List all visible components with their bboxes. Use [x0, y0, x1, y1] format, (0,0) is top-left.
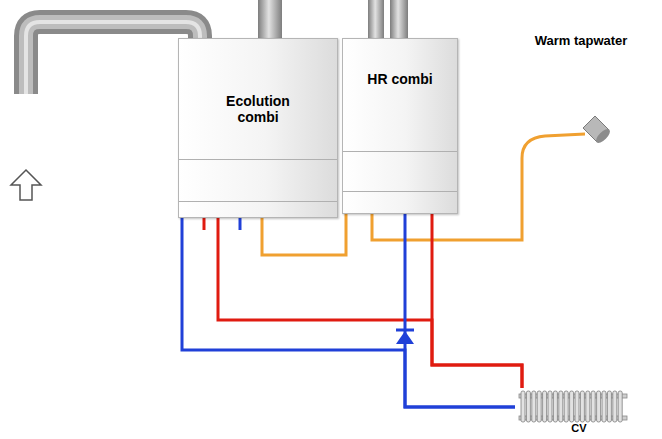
pipe — [218, 218, 522, 388]
shower-hose — [522, 134, 585, 165]
unit-label: Warm tapwater — [505, 34, 657, 49]
air-arrow — [11, 170, 41, 200]
radiator-fin — [532, 391, 536, 422]
radiator-icon — [515, 388, 631, 424]
shower-icon — [505, 30, 645, 165]
flue-pipe — [26, 22, 200, 94]
boiler-unit: HR combi — [342, 38, 458, 214]
pipe — [262, 214, 346, 255]
panel-line — [179, 201, 337, 202]
radiator-fin — [618, 391, 622, 422]
radiator-fin — [602, 391, 606, 422]
panel-line — [343, 151, 457, 152]
pipe-stub — [239, 216, 242, 230]
panel-line — [179, 159, 337, 160]
panel-line — [343, 191, 457, 192]
tap-outlet: Warm tapwater — [505, 30, 657, 165]
radiator-fin — [526, 391, 530, 422]
unit-label: CV — [515, 422, 643, 435]
pipe — [405, 214, 515, 407]
pipe — [432, 214, 522, 388]
flue-pipe — [390, 0, 408, 40]
radiator-fin — [613, 391, 617, 422]
pipe-stub — [203, 216, 206, 230]
radiator-fin — [586, 391, 590, 422]
radiator-fin — [580, 391, 584, 422]
radiator-fin — [597, 391, 601, 422]
radiator-fin — [591, 391, 595, 422]
radiator-fin — [559, 391, 563, 422]
radiator-fin — [564, 391, 568, 422]
check-valve — [396, 329, 414, 332]
radiator-fin — [521, 391, 525, 422]
flue-pipe — [258, 0, 282, 40]
radiator-fin — [537, 391, 541, 422]
shower-head — [594, 127, 612, 145]
unit-label: Ecolution combi — [212, 93, 304, 125]
radiator-fin — [548, 391, 552, 422]
radiator-fin — [553, 391, 557, 422]
flue-pipe — [368, 0, 384, 40]
unit-label: HR combi — [364, 71, 436, 87]
radiator-fin — [607, 391, 611, 422]
boiler-unit: Ecolution combi — [178, 38, 338, 218]
radiator-fin — [543, 391, 547, 422]
check-valve — [396, 331, 414, 344]
radiator: CV — [515, 388, 643, 436]
pipe — [182, 218, 515, 407]
radiator-fin — [570, 391, 574, 422]
radiator-fin — [575, 391, 579, 422]
